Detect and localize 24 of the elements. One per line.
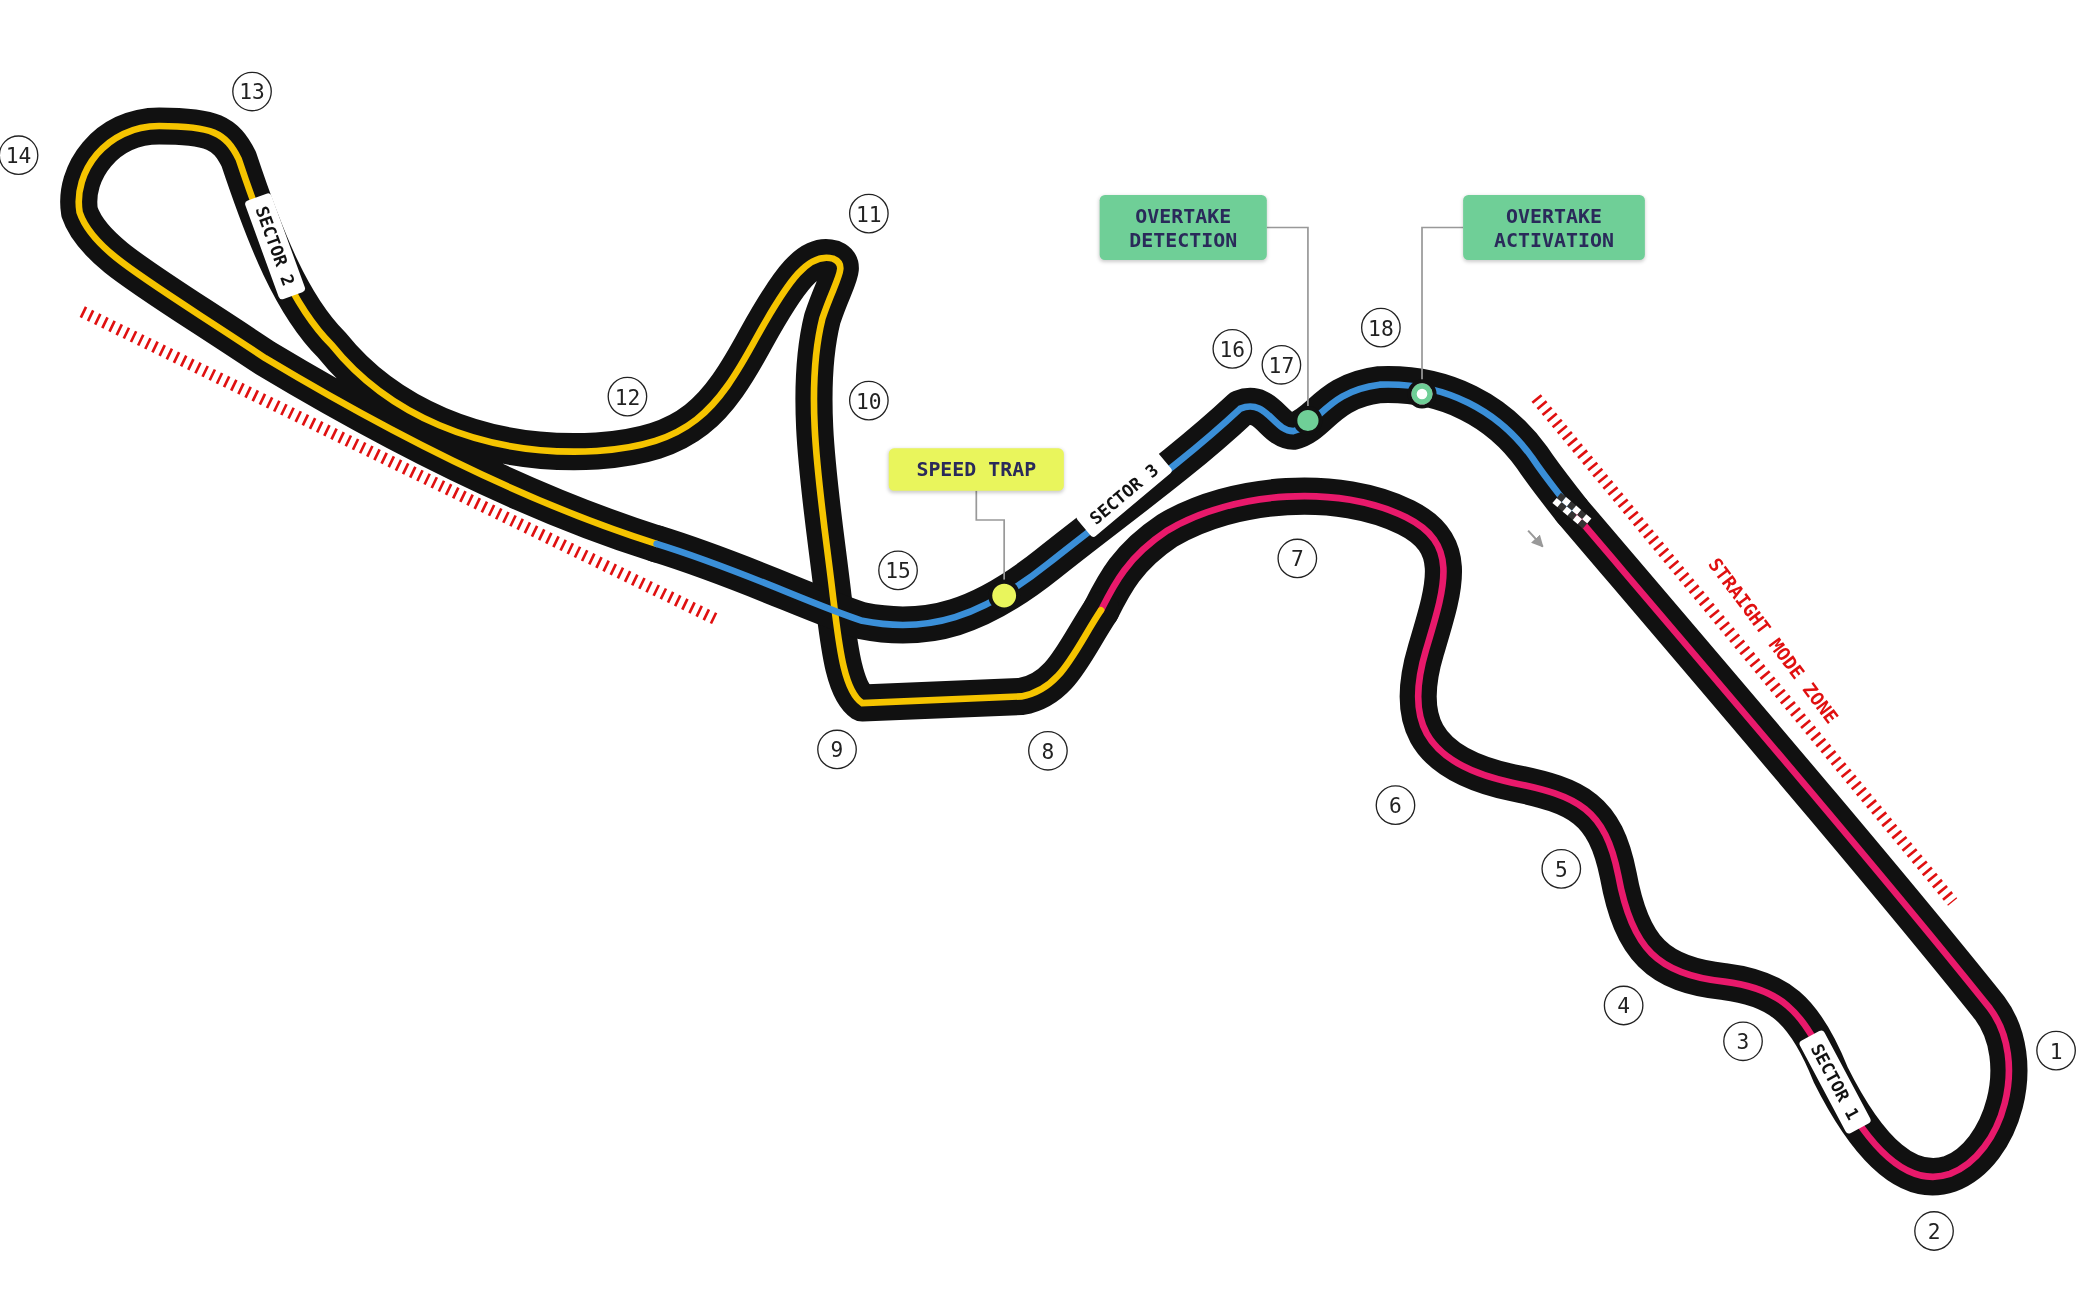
turn-number: 6 (1375, 785, 1416, 826)
turn-number: 11 (848, 193, 889, 234)
turn-number: 3 (1723, 1021, 1763, 1062)
leader-line (1421, 226, 1464, 381)
turn-number: 16 (1212, 328, 1253, 369)
turn-number: 17 (1261, 344, 1302, 385)
turn-number: 1 (2036, 1030, 2076, 1071)
turn-number: 12 (607, 376, 648, 417)
turn-number: 13 (232, 71, 272, 112)
turn-number: 8 (1028, 730, 1068, 771)
turn-number: 10 (848, 380, 889, 421)
turn-number: 4 (1603, 985, 1644, 1026)
callout-box: SPEED TRAP (888, 448, 1064, 491)
leader-line (1265, 226, 1309, 407)
callout-box: OVERTAKE DETECTION (1099, 195, 1267, 260)
turn-number: 14 (0, 135, 39, 176)
turn-number: 9 (817, 729, 857, 770)
turn-number: 2 (1914, 1211, 1954, 1251)
callout-box: OVERTAKE ACTIVATION (1463, 195, 1645, 260)
turn-number: 5 (1541, 848, 1582, 889)
leader-line (975, 489, 1005, 581)
turn-number: 18 (1361, 307, 1401, 348)
turn-number: 7 (1277, 538, 1318, 579)
turn-number: 15 (878, 550, 918, 591)
